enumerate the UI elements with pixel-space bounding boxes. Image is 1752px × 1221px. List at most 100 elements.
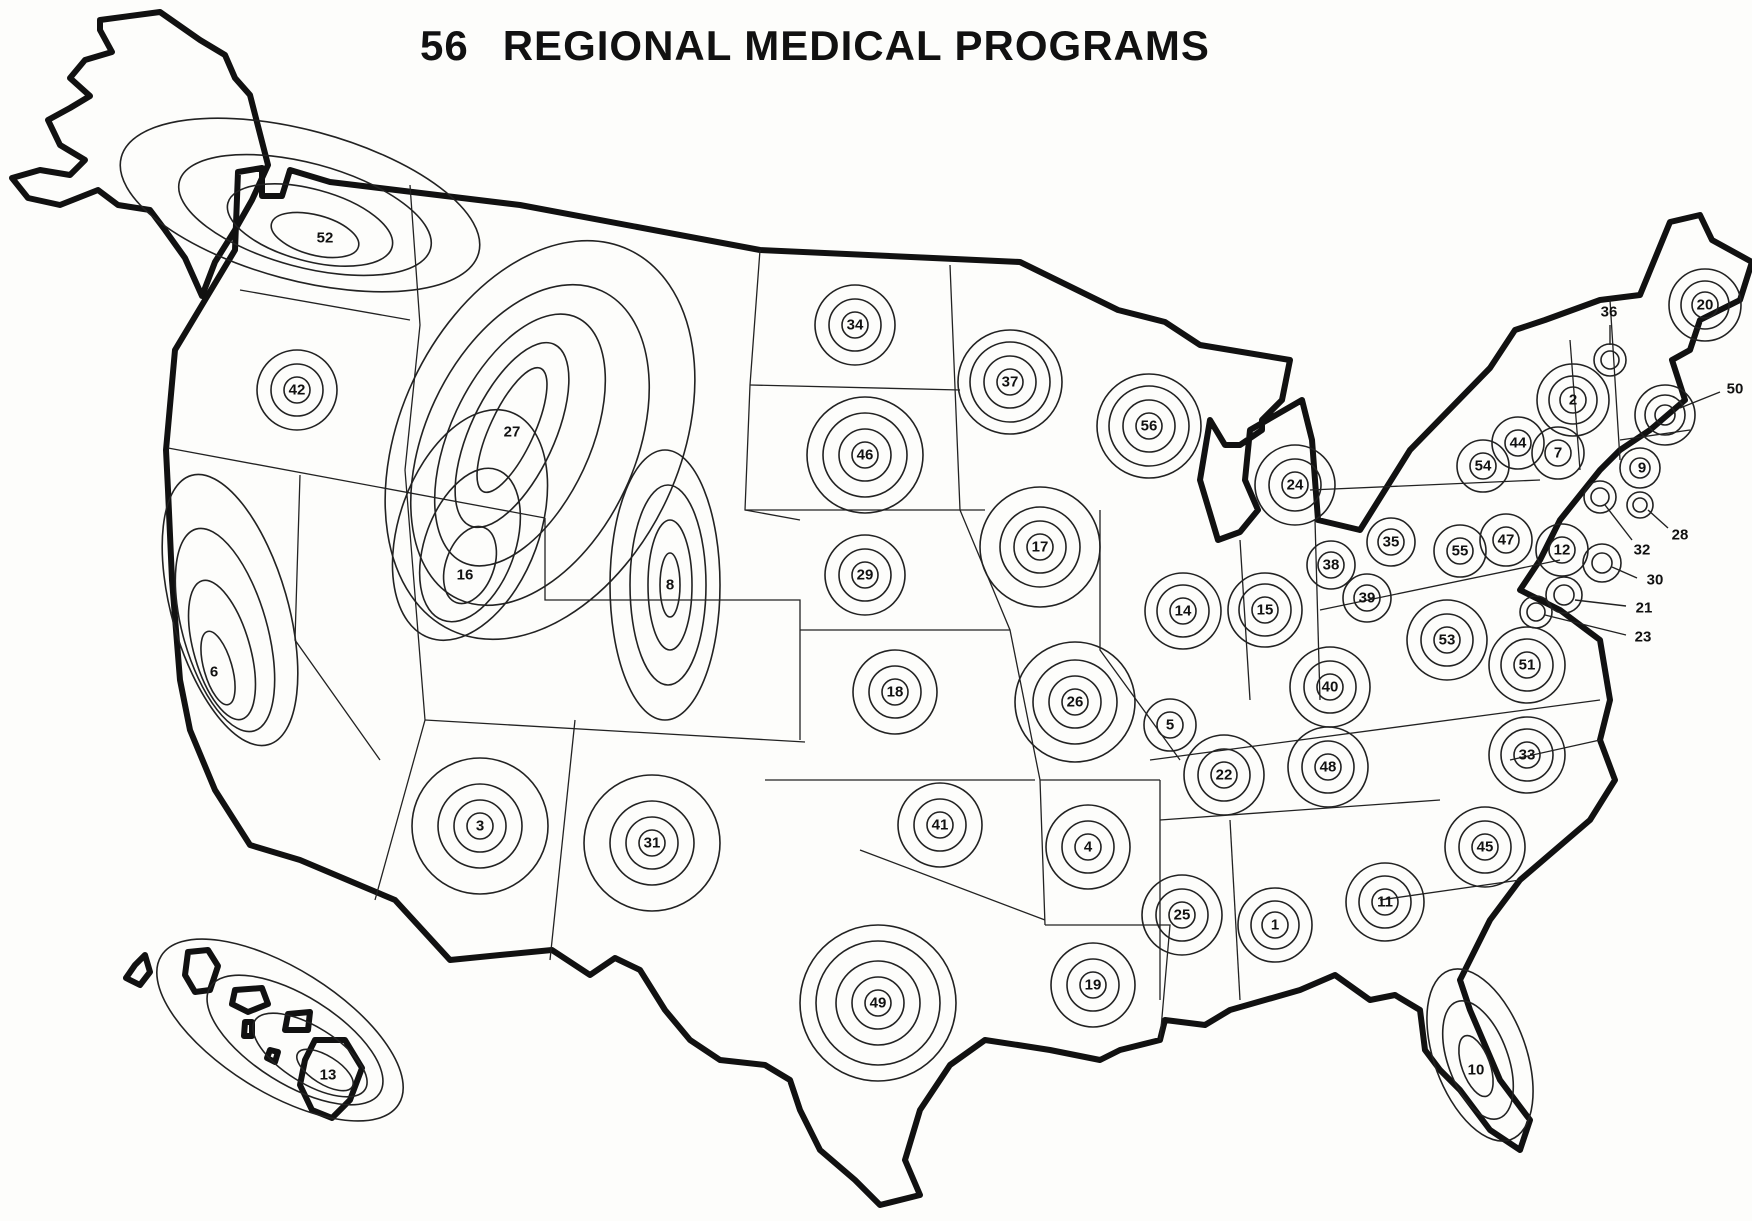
program-46-ring-1 (851, 441, 879, 469)
program-55-label: 55 (1452, 543, 1469, 560)
program-54-label: 54 (1475, 458, 1492, 475)
program-41-label: 41 (932, 817, 949, 834)
zone-8-mid (629, 484, 707, 686)
program-39-ring-1 (1353, 584, 1381, 612)
program-47-ring-2 (1479, 513, 1533, 567)
program-2-ring-1 (1559, 386, 1587, 414)
program-3-ring-4 (411, 757, 549, 895)
zone-10-mid (1441, 1000, 1515, 1120)
program-45-ring-1 (1471, 833, 1499, 861)
program-30-ring-2 (1582, 543, 1622, 583)
program-22-label: 22 (1216, 767, 1233, 784)
program-3-ring-2 (453, 799, 507, 853)
program-45-label: 45 (1477, 839, 1494, 856)
program-19-ring-3 (1050, 942, 1136, 1028)
program-9-marker (1619, 447, 1661, 489)
zone-6-outer (161, 473, 299, 747)
program-55-ring-1 (1446, 537, 1474, 565)
program-38-ring-2 (1306, 540, 1356, 590)
program-24-marker (1254, 444, 1336, 526)
program-46-ring-2 (838, 428, 892, 482)
program-38-marker (1306, 540, 1356, 590)
program-56-ring-1 (1135, 412, 1163, 440)
program-34-ring-1 (841, 311, 869, 339)
program-31-ring-1 (638, 829, 666, 857)
program-8-label: 8 (666, 577, 674, 594)
program-50-label: 50 (1727, 381, 1744, 398)
program-54-ring-2 (1456, 439, 1510, 493)
program-22-ring-3 (1183, 734, 1265, 816)
program-26-ring-2 (1048, 675, 1102, 729)
border-nd-sd (749, 384, 961, 391)
program-49-ring-5 (799, 924, 957, 1082)
program-50-ring-2 (1644, 394, 1686, 436)
program-20-ring-1 (1691, 291, 1719, 319)
program-14-marker (1144, 572, 1222, 650)
program-40-ring-1 (1316, 673, 1344, 701)
zone-27-center (476, 366, 548, 494)
program-2-marker (1536, 363, 1610, 437)
program-19-marker (1050, 942, 1136, 1028)
hawaii-island-molokai (282, 1009, 313, 1033)
border-ny-vt (1569, 339, 1581, 471)
program-14-ring-3 (1144, 572, 1222, 650)
program-35-label: 35 (1383, 534, 1400, 551)
program-34-ring-3 (814, 284, 896, 366)
program-2-ring-2 (1548, 375, 1598, 425)
program-3-label: 3 (476, 818, 484, 835)
program-48-ring-3 (1287, 726, 1369, 808)
program-56-ring-2 (1122, 399, 1176, 453)
program-30-ring-1 (1591, 552, 1613, 574)
zone-13-outer (156, 938, 404, 1122)
program-21-label: 21 (1636, 600, 1653, 617)
border-ar-la (1045, 924, 1171, 1041)
border-ma (1619, 429, 1691, 441)
program-35-ring-2 (1366, 517, 1416, 567)
border-ut-az (424, 719, 806, 743)
program-46-ring-4 (806, 396, 924, 514)
program-37-ring-4 (957, 329, 1063, 435)
program-42-marker (256, 349, 338, 431)
program-33-ring-1 (1513, 741, 1541, 769)
program-21-ring-1 (1553, 584, 1575, 606)
program-20-label: 20 (1697, 297, 1714, 314)
program-47-marker (1479, 513, 1533, 567)
program-15-marker (1227, 572, 1303, 648)
program-20-ring-3 (1668, 268, 1742, 342)
program-49-ring-2 (851, 976, 905, 1030)
zone-13-mid (206, 974, 384, 1106)
program-35-ring-1 (1377, 528, 1405, 556)
program-2-ring-3 (1536, 363, 1610, 437)
program-5-ring-2 (1143, 698, 1197, 752)
program-23-label: 23 (1635, 629, 1652, 646)
program-32-ring-2 (1583, 480, 1617, 514)
program-46-label: 46 (857, 447, 874, 464)
program-20-marker (1668, 268, 1742, 342)
program-34-ring-2 (828, 298, 882, 352)
program-51-ring-2 (1500, 638, 1554, 692)
program-44-ring-1 (1504, 429, 1532, 457)
program-12-ring-1 (1548, 536, 1576, 564)
program-52-label: 52 (317, 230, 334, 247)
program-44-marker (1491, 416, 1545, 470)
program-25-marker (1141, 874, 1223, 956)
program-31-ring-2 (625, 816, 679, 870)
program-28-ring-1 (1632, 497, 1648, 513)
program-6-label: 6 (210, 664, 218, 681)
program-56-label: 56 (1141, 418, 1158, 435)
program-32-ring-1 (1590, 487, 1610, 507)
program-36-marker (1593, 343, 1627, 377)
border-ny-pa (1309, 479, 1541, 491)
program-41-marker (897, 782, 983, 868)
program-11-ring-3 (1345, 862, 1425, 942)
zone-52-outer (119, 117, 481, 293)
program-22-marker (1183, 734, 1265, 816)
program-31-label: 31 (644, 835, 661, 852)
program-38-label: 38 (1323, 557, 1340, 574)
zone-8-inner (647, 519, 693, 651)
program-7-ring-2 (1531, 426, 1585, 480)
border-ga-fl (1379, 879, 1521, 901)
program-34-label: 34 (847, 317, 864, 334)
program-30-callout-line (1611, 566, 1638, 579)
border-ky-tn (1149, 699, 1601, 761)
